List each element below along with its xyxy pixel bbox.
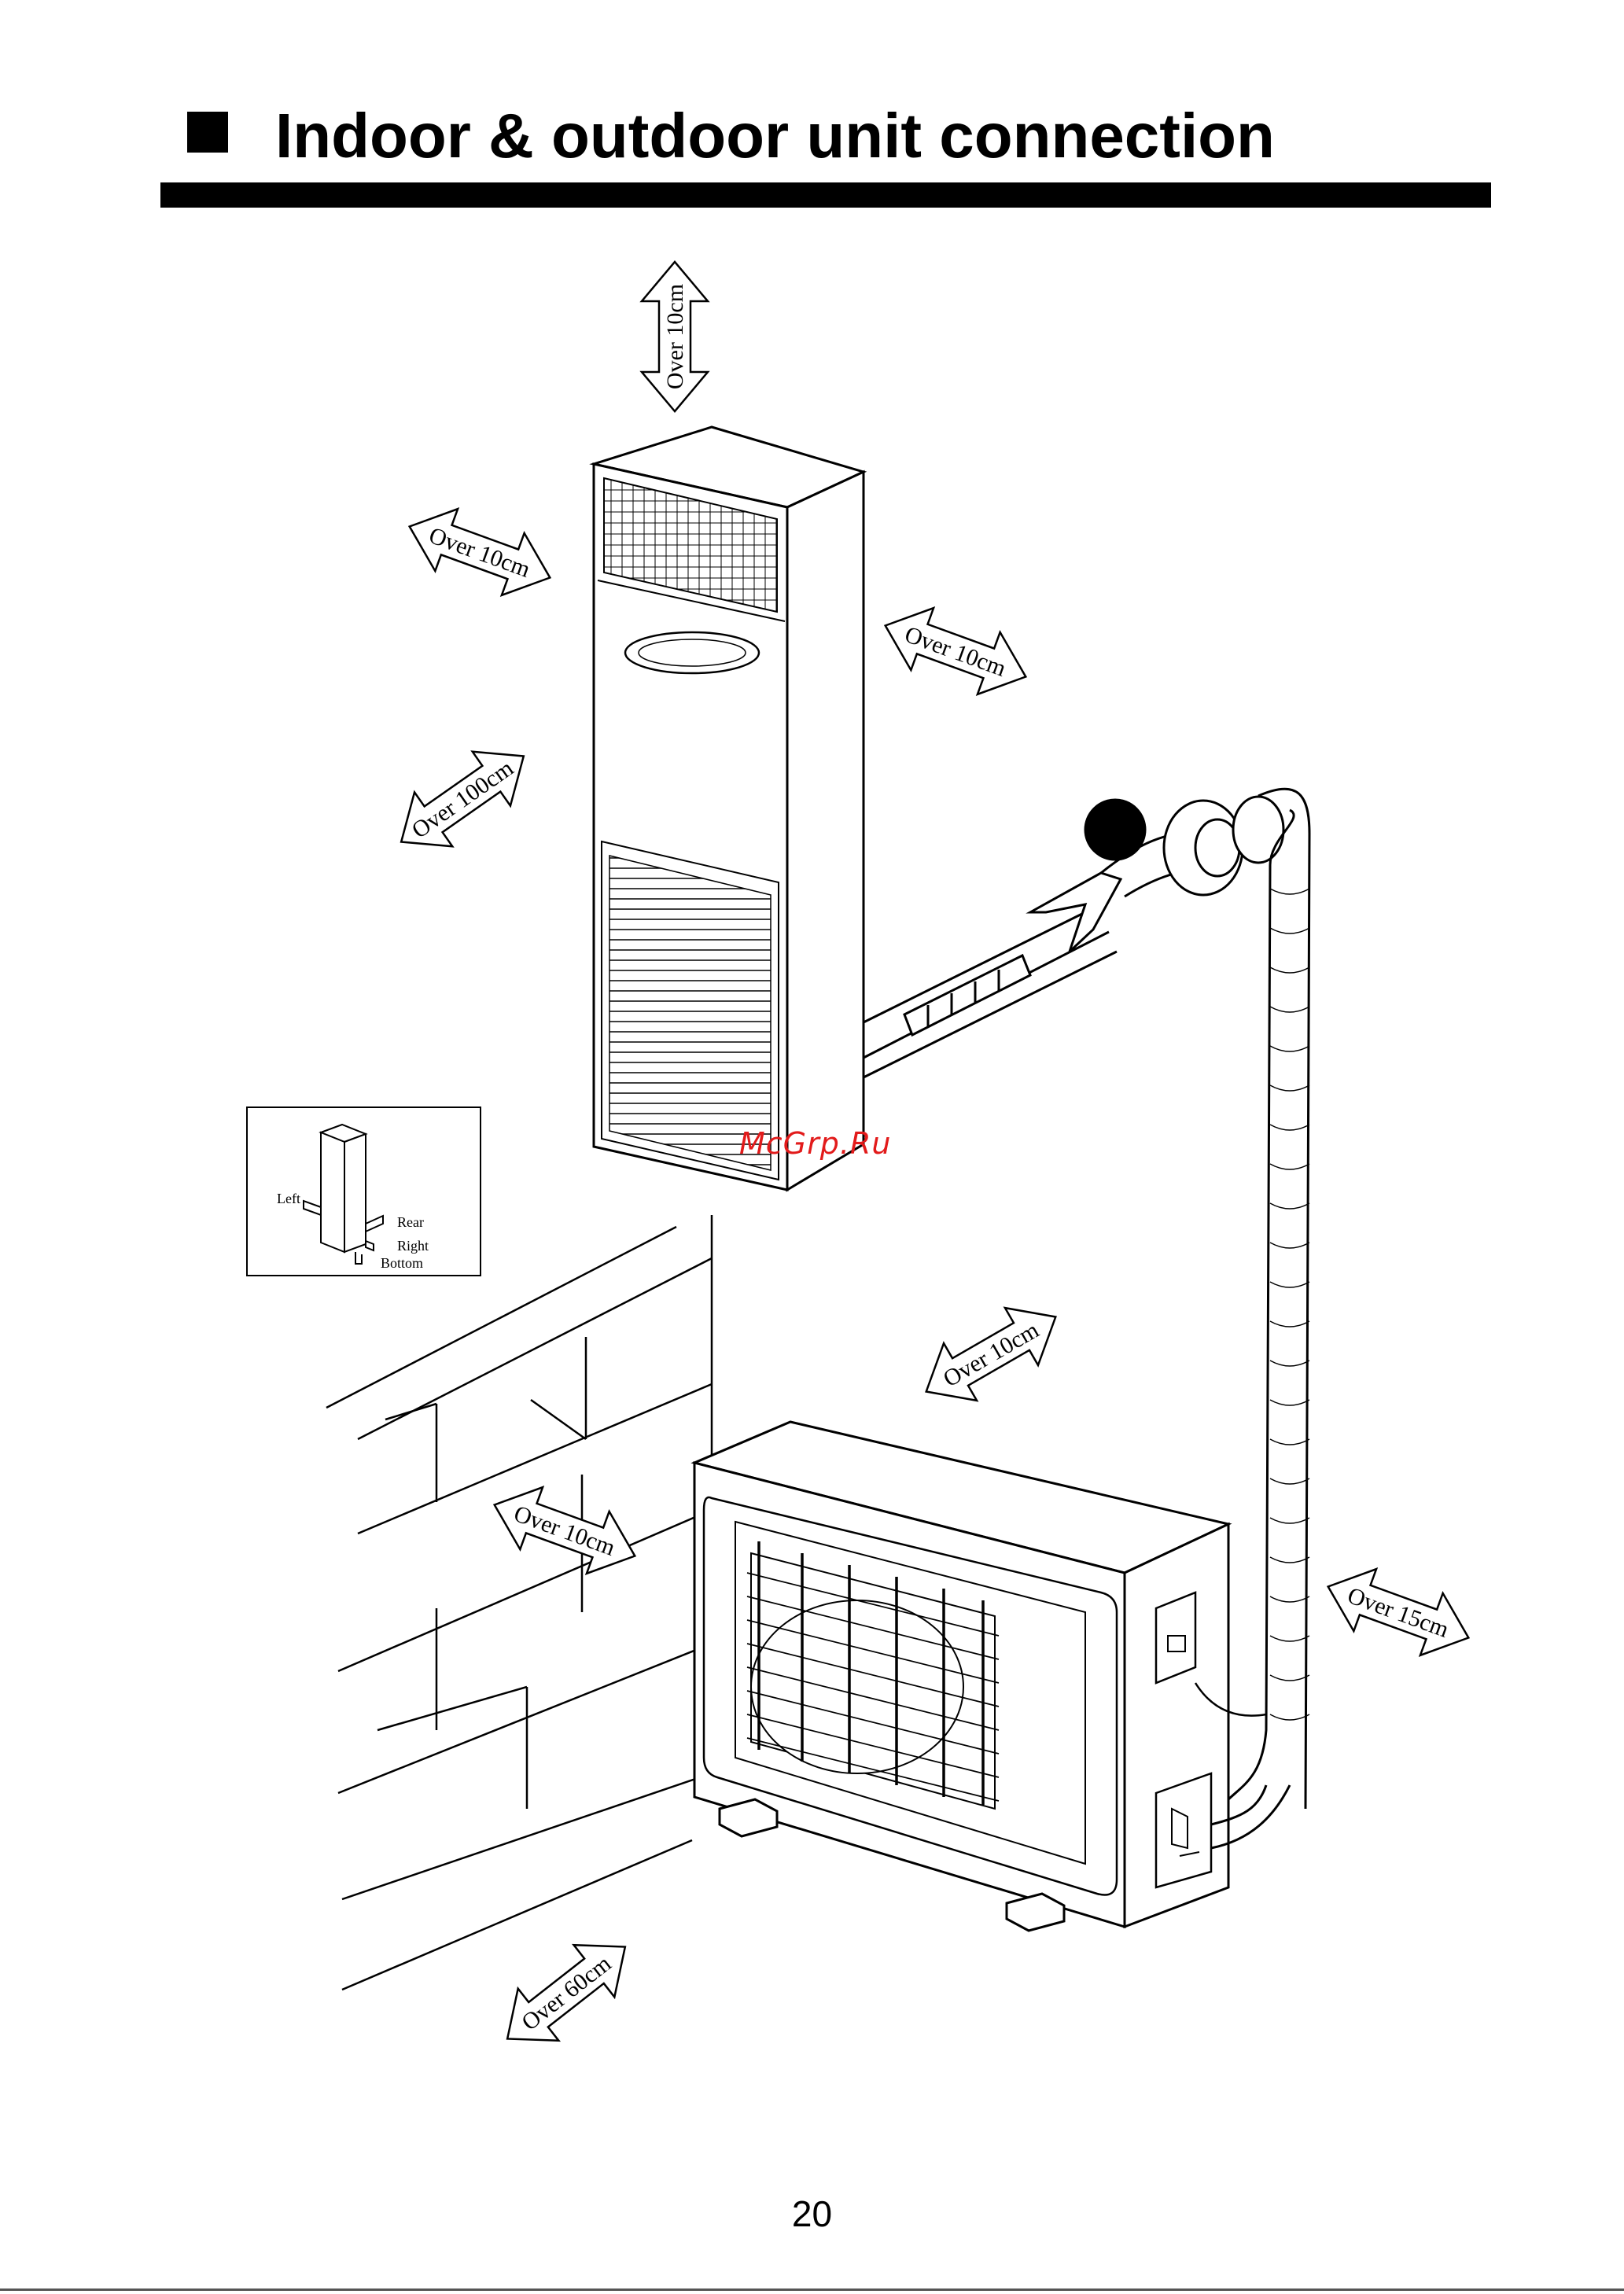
hose-ribs [1270, 889, 1309, 1720]
watermark: McGrp.Ru [739, 1126, 891, 1161]
inset-label-bottom: Bottom [381, 1255, 423, 1271]
clearance-arrow-top: Over 10cm [642, 262, 708, 411]
inset-label-rear: Rear [397, 1214, 424, 1230]
clearance-arrow-indoor-left: Over 10cm [398, 495, 561, 609]
clearance-label-outdoor-back: Over 10cm [939, 1317, 1044, 1393]
indoor-unit [594, 427, 864, 1190]
refrigerant-pipes [864, 797, 1283, 1077]
clearance-arrow-outdoor-wall: Over 10cm [483, 1474, 646, 1587]
inset-label-left: Left [277, 1191, 300, 1206]
clearance-label-outdoor-wall: Over 10cm [510, 1500, 618, 1561]
clearance-label-outdoor-side: Over 15cm [1344, 1582, 1452, 1643]
clearance-arrow-outdoor-side: Over 15cm [1317, 1556, 1479, 1669]
bottom-divider [0, 2288, 1624, 2291]
inset-label-right: Right [397, 1238, 429, 1254]
clearance-label-outdoor-front: Over 60cm [517, 1950, 616, 2036]
page-number: 20 [0, 2193, 1624, 2235]
clearance-arrow-outdoor-back: Over 10cm [910, 1288, 1073, 1420]
clearance-arrow-outdoor-front: Over 60cm [487, 1920, 645, 2064]
clearance-label-indoor-right: Over 10cm [901, 621, 1009, 682]
clearance-label-top: Over 10cm [662, 284, 688, 389]
insulated-hose [1227, 789, 1309, 1809]
clearance-label-indoor-left: Over 10cm [425, 522, 533, 583]
clearance-arrow-indoor-front: Over 100cm [382, 729, 543, 869]
outdoor-unit [694, 1422, 1290, 1931]
clearance-label-indoor-front: Over 100cm [407, 755, 518, 844]
brick-wall [326, 1215, 712, 1990]
clearance-arrow-indoor-right: Over 10cm [874, 595, 1037, 708]
